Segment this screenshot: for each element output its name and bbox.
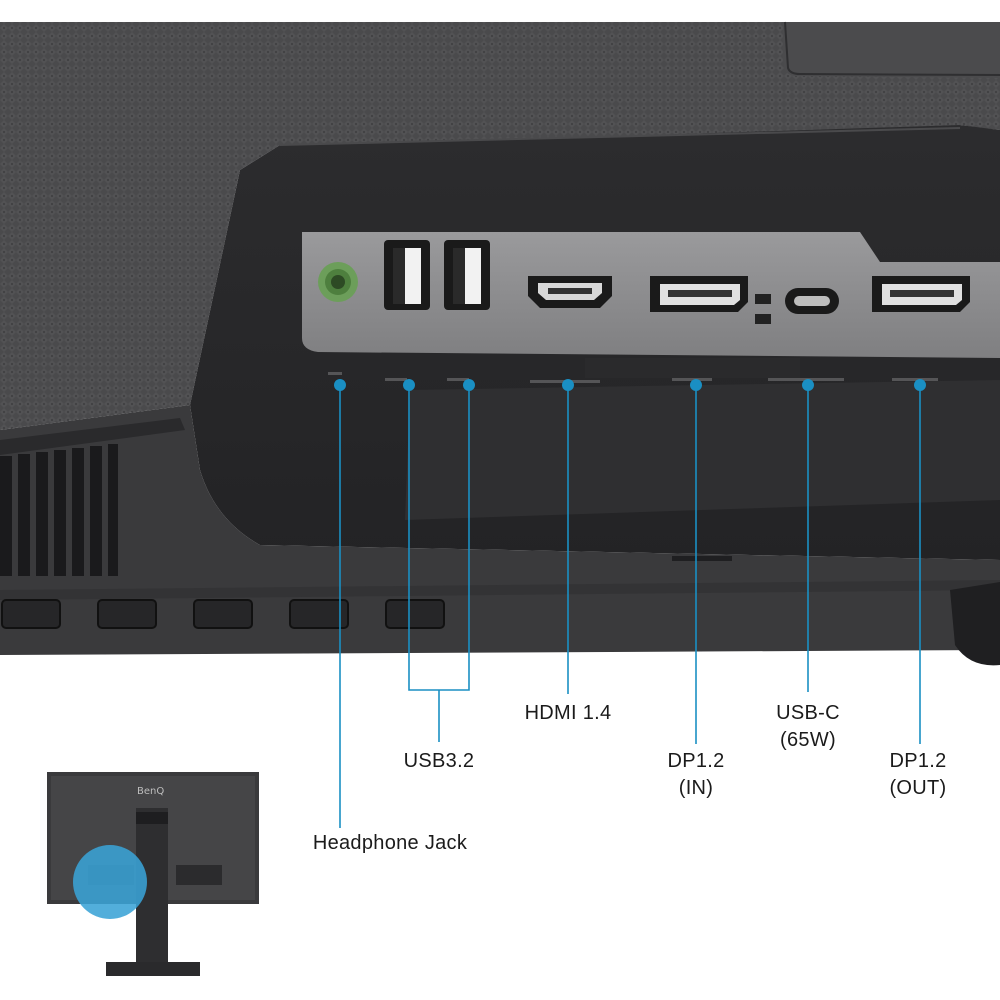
monitor-lower-bezel — [0, 405, 1000, 666]
label-usb: USB3.2 — [403, 750, 475, 772]
label-hdmi: HDMI 1.4 — [524, 702, 612, 724]
label-usb-c: USB-C (65W) — [776, 702, 840, 751]
label-headphone-jack: Headphone Jack — [312, 832, 468, 854]
label-dp-in: DP1.2 (IN) — [667, 750, 725, 799]
monitor-back-cover — [0, 21, 1000, 430]
callout-lines — [339, 385, 921, 828]
io-location-highlight — [73, 845, 147, 919]
callout-dots — [334, 379, 926, 391]
io-panel — [302, 232, 1000, 358]
label-dp-out: DP1.2 (OUT) — [889, 750, 947, 799]
monitor-thumbnail — [47, 772, 259, 976]
thumbnail-brand: BenQ — [137, 786, 165, 797]
